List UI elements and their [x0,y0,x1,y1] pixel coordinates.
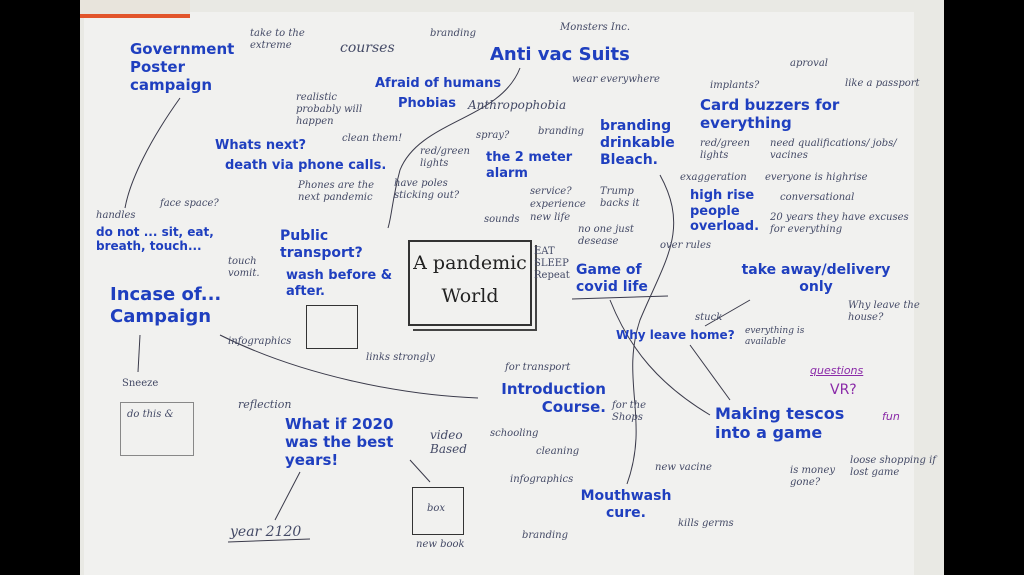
node-need-qual: need qualifications/ jobs/ vacines [770,138,897,161]
node-experience: experience [530,199,586,210]
node-passport: like a passport [845,78,920,89]
node-aproval: aproval [790,58,828,69]
node-making-tescos: Making tescos into a game [715,404,845,443]
node-clean-them: clean them! [342,133,403,144]
node-twenty-years: 20 years they have excuses for everythin… [770,212,909,235]
node-why-leave-home: Why leave home? [616,328,735,342]
node-links-strongly: links strongly [366,352,435,363]
node-have-poles: have poles sticking out? [394,178,460,201]
node-for-transport: for transport [505,362,571,373]
arrow-incase-sneeze [137,334,141,373]
node-implants: implants? [710,80,760,91]
node-take-extreme: take to the extreme [250,28,305,51]
node-schooling: schooling [490,428,539,439]
node-anti-vac: Anti vac Suits [490,44,630,65]
node-branding-2: branding [538,126,585,137]
node-is-money-gone: is money gone? [790,465,836,488]
node-wear: wear everywhere [572,74,660,85]
node-questions: questions [810,364,864,377]
node-game-covid: Game of covid life [576,262,648,295]
node-touch-vomit: touch vomit. [228,256,260,279]
node-why-leave-house: Why leave the house? [848,300,920,323]
node-branding-3: branding [522,530,569,541]
arrow-whyleave-tescos [689,344,731,401]
node-wash: wash before & after. [286,268,393,299]
node-high-rise: high rise people overload. [690,188,760,235]
node-video-based: video Based [430,428,467,457]
node-realistic: realistic probably will happen [296,92,363,127]
node-cleaning: cleaning [536,446,580,457]
node-face-space: face space? [160,198,219,209]
node-take-away: take away/delivery only [741,262,891,295]
node-gov-poster: Government Poster campaign [130,40,235,94]
node-fun: fun [882,410,900,423]
node-loose-shopping: loose shopping if lost game [850,455,936,478]
node-everything-available: everything is available [745,326,805,347]
node-mouthwash: Mouthwash cure. [580,488,672,521]
node-phobias: Phobias [398,96,456,111]
mind-map-sheet [84,12,914,575]
node-two-metre: the 2 meter alarm [486,150,573,181]
node-public-transport: Public transport? [280,228,363,261]
node-whats-next: Whats next? [215,138,307,153]
node-anthropophobia: Anthropophobia [468,98,567,112]
wash-sketch [306,305,358,349]
new-book-sketch: box [412,487,464,535]
central-title-1: A pandemic [413,252,527,274]
game-underline [571,295,669,300]
node-phones-pandemic: Phones are the next pandemic [298,180,375,203]
node-red-green-2: red/green lights [700,138,750,161]
paper-corner [80,0,190,18]
arrow-mouthwash-bleach [626,174,675,485]
node-reflection: reflection [238,398,292,411]
node-sounds: sounds [484,214,520,225]
node-overruled: over rules [660,240,712,251]
node-trump: Trump backs it [600,186,640,209]
node-no-one: no one just desease [578,224,634,247]
node-infographics-1: infographics [228,336,292,347]
node-infographics-2: infographics [510,474,574,485]
node-new-life: new life [530,212,571,223]
node-afraid: Afraid of humans [375,76,502,91]
do-this-text: do this & [127,409,174,420]
arrow-intro-to-incase [219,334,479,399]
node-card-buzzers: Card buzzers for everything [700,96,840,132]
node-handles: handles [96,210,136,221]
arrow-anti-to-transport [387,67,521,229]
node-vr: VR? [830,382,857,398]
node-courses: courses [340,40,395,56]
node-conversational: conversational [780,192,855,203]
arrow-gov-to-donot [124,97,181,209]
node-new-vaccine: new vacine [655,462,712,473]
arrow-whatif-year [274,471,301,521]
node-red-green-lights: red/green lights [420,146,470,169]
node-in-case: Incase of... Campaign [110,284,222,327]
node-exaggeration: exaggeration [680,172,747,183]
box-text: box [427,503,446,514]
node-what-if: What if 2020 was the best years! [285,415,394,469]
node-intro-course: Introduction Course. [501,380,606,416]
node-kills-germs: kills germs [678,518,734,529]
arrow-whatif-book [409,459,431,483]
arrow-whyleave-takeaway [704,299,751,327]
central-node: A pandemic World [408,240,532,326]
year-underline [227,538,311,543]
node-year: year 2120 [230,524,302,540]
node-monsters: Monsters Inc. [560,22,631,33]
arrow-makingtescos-game [609,299,711,416]
node-branding-1: branding [430,28,477,39]
do-this-sketch: do this & [120,402,194,456]
central-title-2: World [441,284,499,307]
node-stuck: stuck [695,312,723,323]
node-service: service? [530,186,572,197]
node-for-shops: for the Shops [612,400,647,423]
node-everyone-highrise: everyone is highrise [765,172,868,183]
node-new-book: new book [416,539,465,550]
node-do-not: do not ... sit, eat, breath, touch... [96,225,214,254]
node-sneeze: Sneeze [122,378,159,389]
node-branding-bleach: branding drinkable Bleach. [600,118,675,168]
node-death-phone: death via phone calls. [225,158,387,173]
node-spray: spray? [476,130,510,141]
node-eat-sleep: EAT SLEEP Repeat [534,246,570,281]
